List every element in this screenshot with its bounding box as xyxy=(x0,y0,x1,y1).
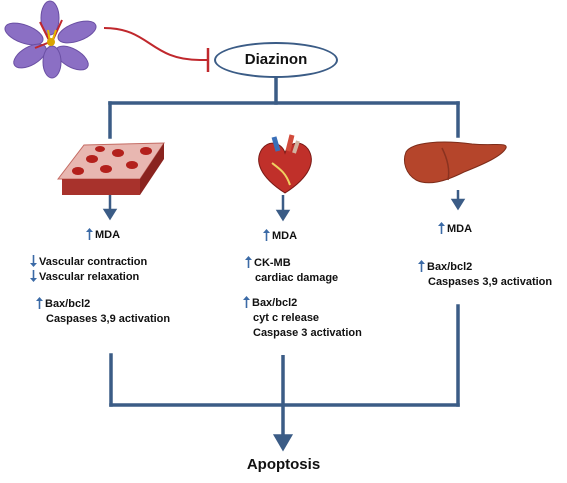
up-arrow-icon xyxy=(86,228,93,240)
vessel-vascular: Vascular contraction Vascular relaxation xyxy=(30,255,147,285)
up-arrow-icon xyxy=(245,256,252,268)
up-arrow-icon xyxy=(243,296,250,308)
heart-cytc: cyt c release xyxy=(253,312,320,324)
heart-ckmb: CK-MB xyxy=(254,257,291,269)
up-arrow-icon xyxy=(418,260,425,272)
apoptosis-label: Apoptosis xyxy=(246,456,321,473)
liver-apoptotic-block: Bax/bcl2 Caspases 3,9 activation xyxy=(418,260,552,290)
liver-caspases: Caspases 3,9 activation xyxy=(428,276,553,288)
heart-bax: Bax/bcl2 xyxy=(252,297,298,309)
up-arrow-icon xyxy=(438,222,445,234)
inhibition-connector xyxy=(103,27,210,72)
vessel-contraction: Vascular contraction xyxy=(39,256,148,268)
down-arrow-icon xyxy=(30,255,37,267)
up-arrow-icon xyxy=(263,229,270,241)
saffron-flower-icon xyxy=(4,0,97,79)
vessel-bax: Bax/bcl2 xyxy=(45,298,91,310)
apoptosis-arrow-head xyxy=(272,434,294,452)
heart-damage-block: CK-MB cardiac damage xyxy=(245,256,338,286)
heart-mda: MDA xyxy=(272,230,298,242)
vessel-caspases: Caspases 3,9 activation xyxy=(46,313,171,325)
vessel-mda: MDA xyxy=(95,229,121,241)
vessel-relaxation: Vascular relaxation xyxy=(39,271,140,283)
liver-arrow-head xyxy=(450,198,466,211)
up-arrow-icon xyxy=(36,297,43,309)
liver-bax: Bax/bcl2 xyxy=(427,261,473,273)
diazinon-node: Diazinon xyxy=(214,42,338,78)
heart-apoptotic-block: Bax/bcl2 cyt c release Caspase 3 activat… xyxy=(243,296,362,341)
liver-mda-block: MDA xyxy=(438,222,472,237)
heart-caspase3: Caspase 3 activation xyxy=(253,327,362,339)
vessel-apoptotic: Bax/bcl2 Caspases 3,9 activation xyxy=(36,297,170,327)
heart-cardiac-damage: cardiac damage xyxy=(255,272,339,284)
liver-mda: MDA xyxy=(447,223,473,235)
liver-icon xyxy=(403,141,507,184)
heart-arrow-head xyxy=(275,209,291,222)
vessel-arrow-head xyxy=(102,208,118,221)
heart-icon xyxy=(258,134,312,194)
blood-vessel-icon xyxy=(56,142,165,195)
down-arrow-icon xyxy=(30,270,37,282)
heart-mda-block: MDA xyxy=(263,229,297,244)
vessel-effects: MDA xyxy=(86,228,120,243)
